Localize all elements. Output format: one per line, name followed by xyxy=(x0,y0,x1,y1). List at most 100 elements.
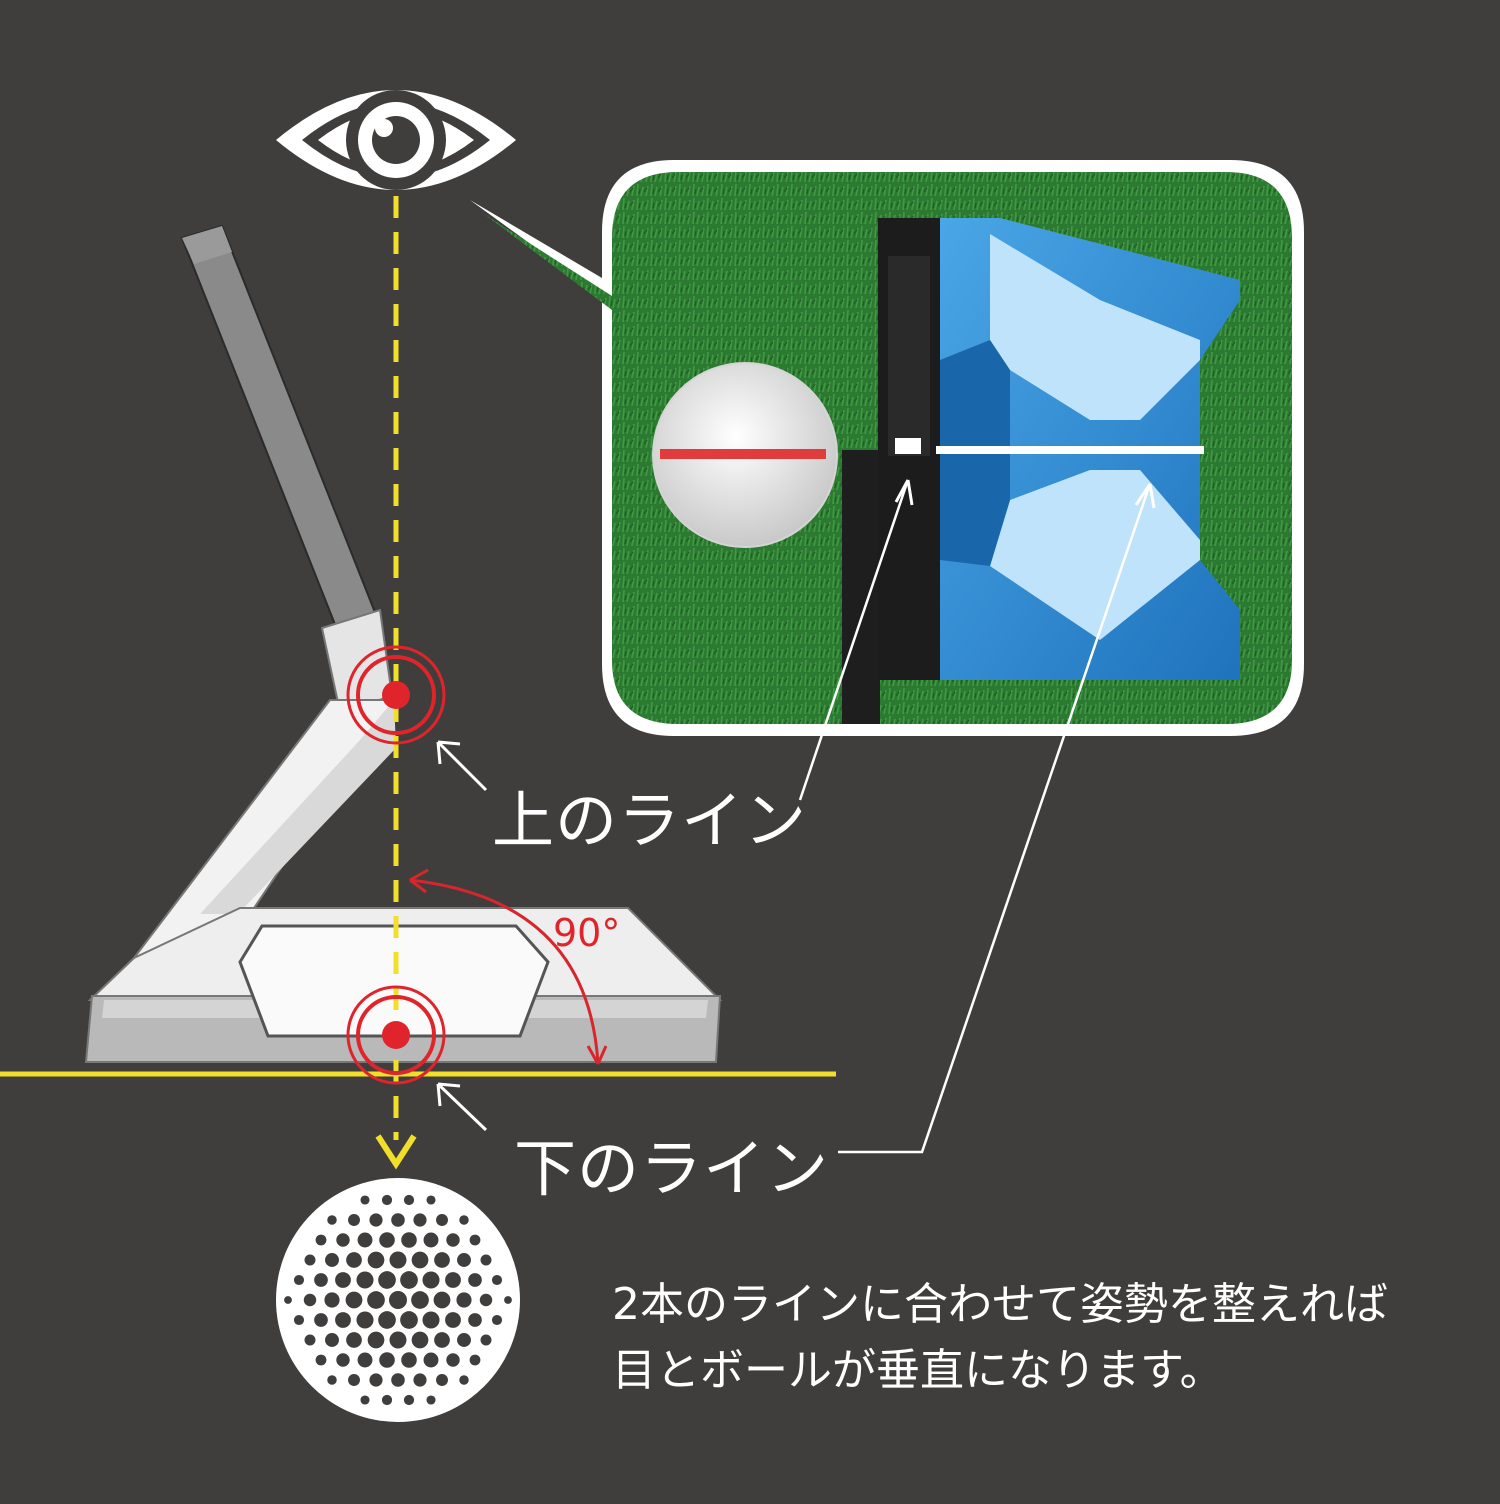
ball-dimple xyxy=(293,1314,305,1326)
ball-dimple xyxy=(284,1296,292,1304)
ball-dimple xyxy=(422,1311,440,1329)
ball-dimple xyxy=(391,1213,405,1227)
ball-dimple xyxy=(469,1354,481,1366)
ball-dimple xyxy=(391,1373,405,1387)
photo-alignment-line xyxy=(936,446,1204,454)
ball-dimple xyxy=(446,1233,460,1247)
ball-dimple xyxy=(400,1311,418,1329)
upper-line-label: 上のライン xyxy=(492,784,808,857)
ball-dimple xyxy=(445,1272,461,1288)
ball-dimple xyxy=(459,1375,469,1385)
ball-dimple xyxy=(434,1252,450,1268)
down-arrow-icon xyxy=(375,1134,417,1170)
closeup-bubble xyxy=(470,160,1304,736)
ball-dimple xyxy=(436,1374,448,1386)
ball-dimple xyxy=(345,1291,363,1309)
ball-dimple xyxy=(369,1373,383,1387)
target-icon xyxy=(346,645,446,745)
ball-dimple xyxy=(468,1273,482,1287)
ball-dimple xyxy=(389,1291,407,1309)
ball-dimple xyxy=(379,1232,395,1248)
ball-dimple xyxy=(360,1395,370,1405)
ball-dimple xyxy=(445,1312,461,1328)
ball-dimple xyxy=(348,1374,360,1386)
golf-ball-icon xyxy=(276,1178,520,1422)
ball-dimple xyxy=(378,1311,396,1329)
caption: 2本のラインに合わせて姿勢を整えれば 目とボールが垂直になります。 xyxy=(612,1272,1388,1404)
ball-dimple xyxy=(381,1394,393,1406)
ball-dimple xyxy=(293,1274,305,1286)
ball-dimple xyxy=(327,1375,337,1385)
ball-dimple xyxy=(367,1251,385,1269)
ball-dimple xyxy=(491,1314,503,1326)
photo-shaft xyxy=(842,450,880,724)
ball-dimple xyxy=(403,1394,415,1406)
ball-dimple xyxy=(303,1293,317,1307)
ball-dimple xyxy=(348,1214,360,1226)
ball-dimple xyxy=(356,1271,374,1289)
angle-label: 90° xyxy=(553,911,621,955)
ball-dimple xyxy=(401,1352,417,1368)
ball-dimple xyxy=(378,1271,396,1289)
ball-dimple xyxy=(401,1232,417,1248)
ball-dimple xyxy=(304,1254,316,1266)
pointer-arrows xyxy=(436,740,488,1132)
ball-dimple xyxy=(491,1274,503,1286)
ball-dimple xyxy=(436,1214,448,1226)
ball-dimple xyxy=(434,1332,450,1348)
ball-dimple xyxy=(304,1334,316,1346)
putter-illustration xyxy=(84,224,723,1065)
ball-dimple xyxy=(369,1213,383,1227)
photo-putter-head xyxy=(936,218,1240,680)
ball-dimple xyxy=(389,1251,407,1269)
ball-dimple xyxy=(335,1312,351,1328)
ball-dimple xyxy=(433,1291,451,1309)
guide-lines xyxy=(0,196,836,1170)
target-icon xyxy=(346,985,446,1085)
ball-dimple xyxy=(446,1353,460,1367)
ball-dimple xyxy=(346,1332,362,1348)
ball-dimple xyxy=(504,1296,512,1304)
ball-dimple xyxy=(426,1395,436,1405)
ball-dimple xyxy=(360,1195,370,1205)
ball-dimple xyxy=(356,1311,374,1329)
ball-dimple xyxy=(327,1215,337,1225)
ball-dimple xyxy=(456,1292,472,1308)
photo-ball-line xyxy=(660,449,826,459)
ball-dimple xyxy=(357,1232,373,1248)
ball-dimple xyxy=(479,1293,493,1307)
ball-dimple xyxy=(335,1272,351,1288)
ball-dimple xyxy=(468,1313,482,1327)
photo-golf-ball xyxy=(652,362,838,548)
ball-dimple xyxy=(357,1352,373,1368)
ball-dimple xyxy=(469,1234,481,1246)
ball-dimple xyxy=(367,1331,385,1349)
eye-icon xyxy=(276,90,516,190)
ball-dimple xyxy=(336,1353,350,1367)
lower-line-label: 下のライン xyxy=(514,1132,830,1205)
ball-dimple xyxy=(411,1331,429,1349)
ball-dimple xyxy=(381,1194,393,1206)
caption-line-1: 2本のラインに合わせて姿勢を整えれば xyxy=(612,1279,1388,1330)
ball-dimple xyxy=(325,1333,339,1347)
ball-dimple xyxy=(315,1354,327,1366)
ball-dimple xyxy=(346,1252,362,1268)
ball-dimple xyxy=(325,1253,339,1267)
ball-dimple xyxy=(389,1331,407,1349)
ball-dimple xyxy=(411,1251,429,1269)
ball-dimple xyxy=(336,1233,350,1247)
ball-dimple xyxy=(426,1195,436,1205)
ball-dimple xyxy=(480,1254,492,1266)
ball-dimple xyxy=(457,1333,471,1347)
ball-dimple xyxy=(423,1232,439,1248)
ball-dimple xyxy=(314,1313,328,1327)
ball-dimple xyxy=(400,1271,418,1289)
ball-dimple xyxy=(324,1292,340,1308)
ball-dimple xyxy=(457,1253,471,1267)
ball-dimple xyxy=(423,1352,439,1368)
ball-dimple xyxy=(379,1352,395,1368)
ball-dimple xyxy=(480,1334,492,1346)
ball-dimple xyxy=(367,1291,385,1309)
